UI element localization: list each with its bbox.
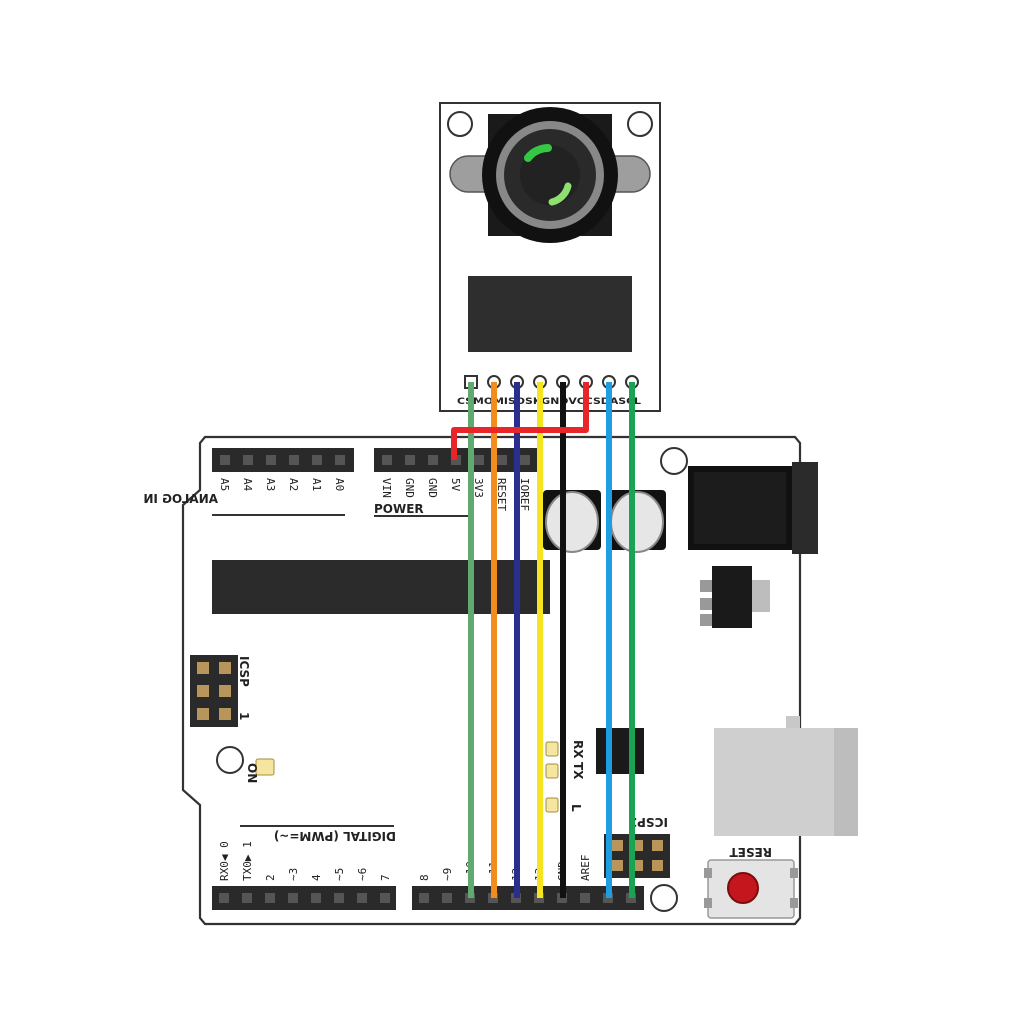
mounting-hole (650, 884, 678, 912)
analog-pin-label: A1 (310, 478, 323, 491)
rx-label: RX (571, 740, 585, 759)
digital-pin-label: ∼3 (287, 868, 300, 881)
analog-pin-label: A5 (218, 478, 231, 491)
digital-pin-label: 2 (264, 874, 277, 881)
icsp-pin1-label: 1 (237, 712, 251, 720)
camera-chip (468, 276, 632, 352)
reset-button[interactable] (704, 859, 798, 919)
l-label: L (569, 804, 583, 812)
power-pin-label: GND (426, 478, 439, 498)
analog-header-title: ANALOG IN (143, 492, 218, 506)
digital-pin-label: TX0▶ 1 (241, 841, 254, 881)
analog-pin-label: A2 (287, 478, 300, 491)
wires (451, 382, 635, 898)
icsp-header: ICSP 1 (190, 655, 251, 727)
icsp2-label: ICSP2 (629, 815, 668, 829)
digital-pin-label: 4 (310, 874, 323, 881)
mounting-hole (660, 447, 688, 475)
digital-pin-label: ∼9 (441, 868, 454, 881)
mounting-hole (216, 746, 244, 774)
arduino-board: A5 A4 A3 A2 A1 A0 ANALOG IN VIN GND (143, 435, 858, 926)
power-pin-label: GND (403, 478, 416, 498)
analog-pin-label: A0 (333, 478, 346, 491)
power-pin-label: VIN (380, 478, 393, 498)
dc-power-jack (688, 462, 818, 554)
camera-module: CSMOMISOSKGNDVCCSDASCL (439, 102, 661, 412)
digital-header-low (212, 886, 396, 910)
on-label: ON (245, 763, 259, 783)
camera-pin-labels: CSMOMISOSKGNDVCCSDASCL (457, 397, 641, 407)
power-pin-label: RESET (495, 478, 508, 511)
digital-pin-label: 7 (379, 874, 392, 881)
voltage-regulator (700, 566, 770, 628)
power-header-title: POWER (374, 502, 424, 516)
icsp2-header: ICSP2 (604, 815, 670, 878)
usb-serial-chip (596, 728, 644, 774)
mounting-hole (447, 111, 473, 137)
on-led: ON (245, 758, 275, 783)
rx-led (545, 741, 559, 757)
icsp-label: ICSP (237, 656, 251, 687)
capacitor (608, 490, 666, 553)
digital-pin-label: ∼6 (356, 868, 369, 881)
reset-label: RESET (729, 845, 772, 859)
power-pin-label: 5V (449, 478, 462, 492)
analog-pin-label: A3 (264, 478, 277, 491)
digital-pin-label: AREF (579, 855, 592, 882)
digital-pin-label: ∼5 (333, 868, 346, 881)
tx-label: TX (571, 762, 585, 780)
capacitor (543, 490, 601, 553)
digital-pin-label: 8 (418, 874, 431, 881)
power-pin-label: 3V3 (472, 478, 485, 498)
microcontroller-chip (212, 560, 550, 614)
power-pin-label: IOREF (518, 478, 531, 511)
digital-pin-label: RX0◀ 0 (218, 841, 231, 881)
analog-pin-label: A4 (241, 478, 254, 492)
wire-vcc (451, 382, 589, 460)
mounting-hole (627, 111, 653, 137)
l-led (545, 797, 559, 813)
tx-led (545, 763, 559, 779)
analog-header: A5 A4 A3 A2 A1 A0 ANALOG IN (143, 448, 354, 516)
digital-header-title: DIGITAL (PWM=∼) (274, 829, 396, 843)
usb-connector (714, 716, 858, 836)
